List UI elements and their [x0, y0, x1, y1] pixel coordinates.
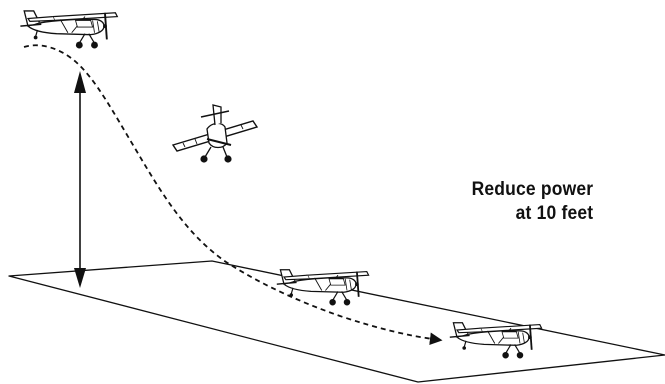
double-headed-arrow-icon [74, 71, 86, 288]
annotation-line-2: at 10 feet [471, 202, 593, 226]
airplane-icon [173, 105, 257, 163]
airplane-icon [20, 11, 117, 49]
reduce-power-annotation: Reduce power at 10 feet [471, 178, 593, 226]
annotation-line-1: Reduce power [471, 178, 593, 202]
